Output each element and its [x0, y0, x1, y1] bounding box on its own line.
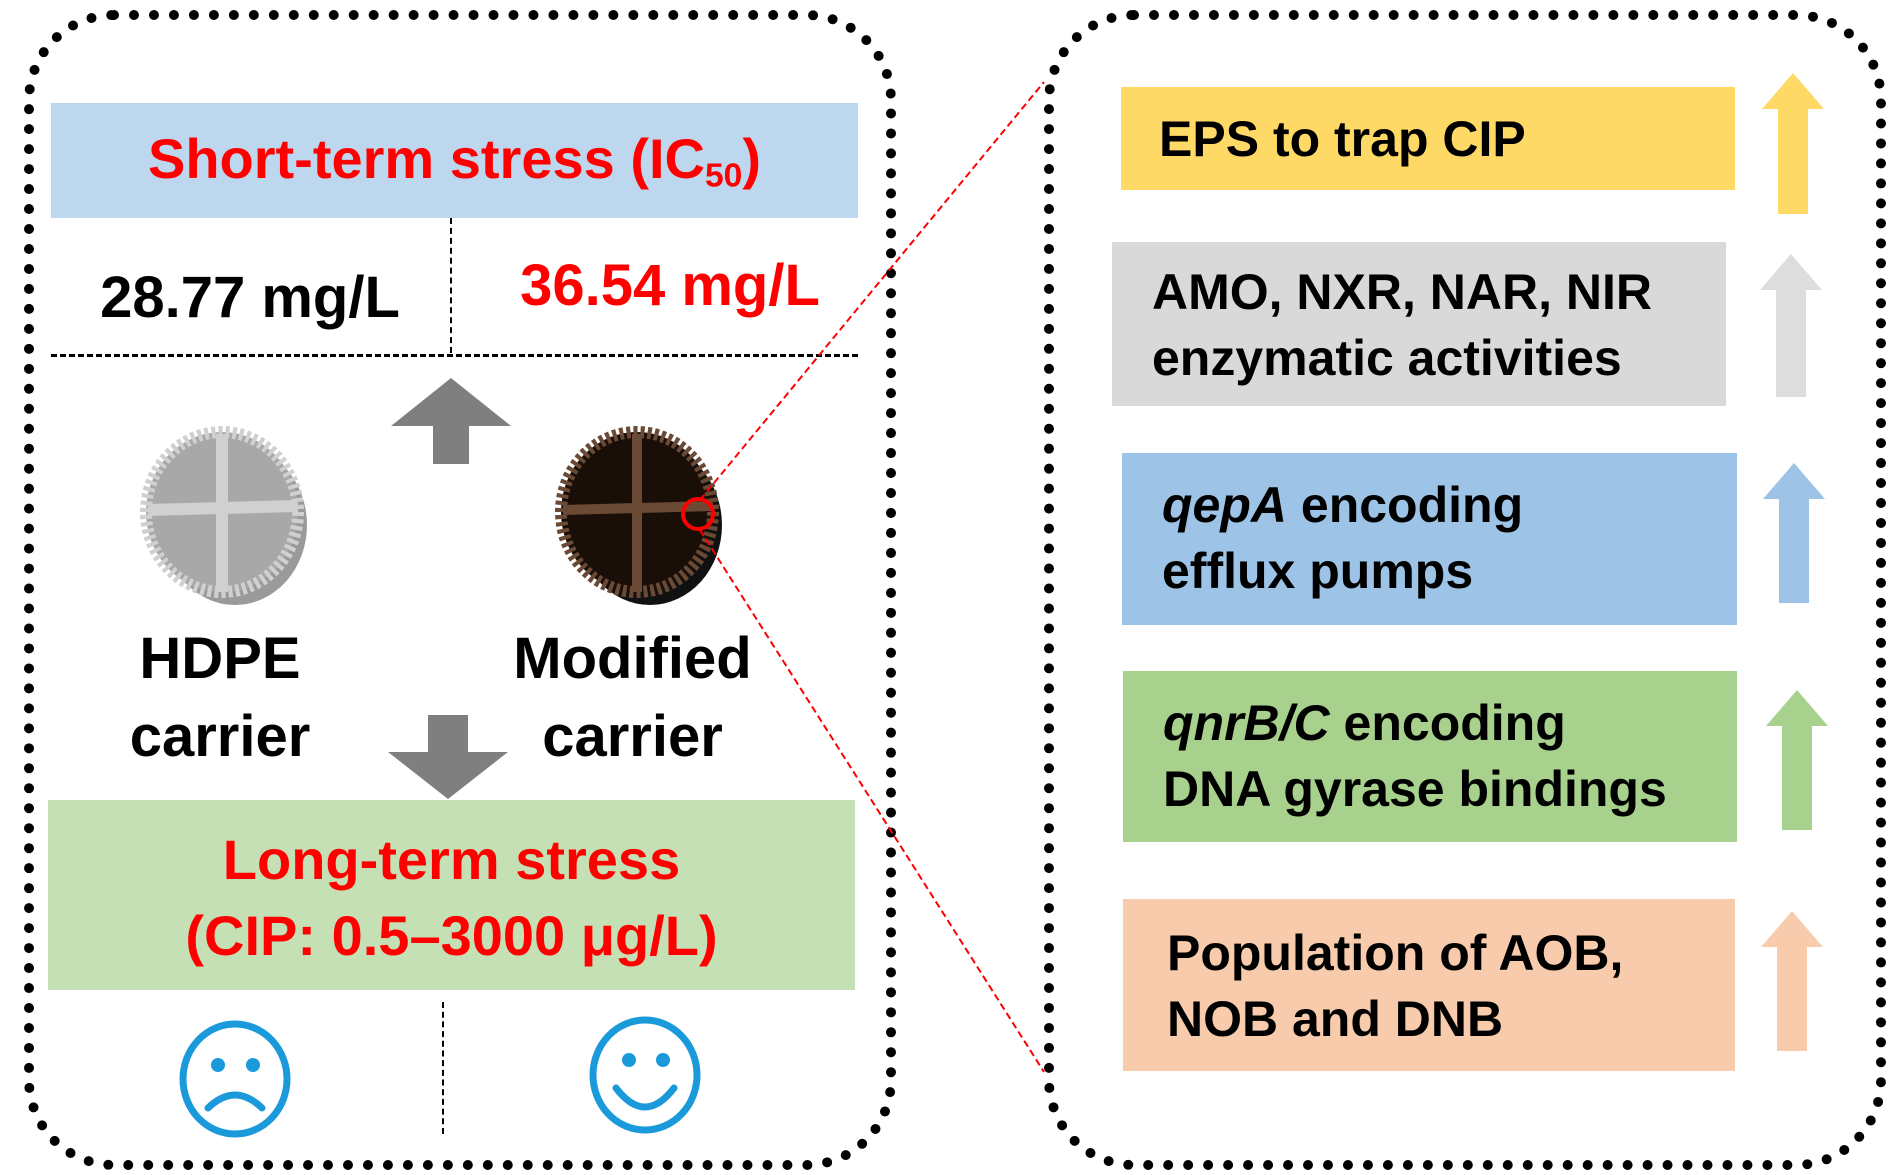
population-text-line2: NOB and DNB	[1167, 991, 1504, 1047]
qnrbc-up-arrow-icon	[1766, 690, 1828, 830]
modified-label-line1: Modified	[513, 626, 752, 691]
hdpe-ic50-value: 28.77 mg/L	[100, 264, 400, 330]
zoom-highlight-circle	[681, 497, 715, 531]
enzyme-text-line2: enzymatic activities	[1152, 330, 1622, 386]
population-box: Population of AOB, NOB and DNB	[1123, 899, 1735, 1071]
connector-line-bottom	[699, 529, 1045, 1073]
sad-face-icon	[179, 1020, 291, 1138]
down-arrow-icon	[388, 715, 508, 799]
right-panel	[1044, 10, 1886, 1170]
long-term-title: Long-term stress	[222, 828, 681, 891]
long-term-stress-box: Long-term stress (CIP: 0.5–3000 μg/L)	[48, 800, 855, 990]
qepa-text-line2: efflux pumps	[1162, 543, 1474, 599]
hdpe-carrier-image	[140, 426, 307, 605]
eps-text: EPS to trap CIP	[1159, 111, 1526, 167]
enzymatic-up-arrow-icon	[1760, 254, 1822, 397]
hdpe-carrier-label: HDPE carrier	[90, 620, 350, 776]
qepa-up-arrow-icon	[1763, 463, 1825, 603]
enzyme-text-line1: AMO, NXR, NAR, NIR	[1152, 264, 1652, 320]
qnrbc-text-line2: DNA gyrase bindings	[1163, 761, 1667, 817]
long-term-concentration: (CIP: 0.5–3000 μg/L)	[185, 904, 718, 967]
qnrbc-box: qnrB/C encoding DNA gyrase bindings	[1123, 671, 1737, 842]
qnrbc-text-line1: qnrB/C encoding	[1163, 695, 1566, 751]
up-arrow-icon	[391, 378, 511, 464]
vertical-divider-bottom	[442, 1002, 444, 1134]
short-term-stress-box: Short-term stress (IC50)	[51, 103, 858, 218]
happy-face-icon	[589, 1016, 701, 1134]
hdpe-label-line1: HDPE	[139, 626, 301, 691]
eps-up-arrow-icon	[1762, 73, 1824, 214]
short-term-title: Short-term stress (IC50)	[147, 126, 762, 195]
horizontal-divider	[51, 354, 858, 357]
vertical-divider-top	[450, 218, 452, 353]
connector-line-top	[699, 81, 1045, 501]
eps-box: EPS to trap CIP	[1121, 87, 1735, 190]
modified-ic50-value: 36.54 mg/L	[520, 252, 820, 318]
left-panel	[24, 10, 896, 1170]
modified-carrier-label: Modified carrier	[490, 620, 775, 776]
population-text-line1: Population of AOB,	[1167, 925, 1624, 981]
enzymatic-activities-box: AMO, NXR, NAR, NIR enzymatic activities	[1112, 242, 1726, 406]
population-up-arrow-icon	[1761, 911, 1823, 1051]
qepa-text-line1: qepA encoding	[1162, 477, 1524, 533]
modified-label-line2: carrier	[542, 704, 723, 769]
hdpe-label-line2: carrier	[129, 704, 311, 769]
qepa-box: qepA encoding efflux pumps	[1122, 453, 1737, 625]
